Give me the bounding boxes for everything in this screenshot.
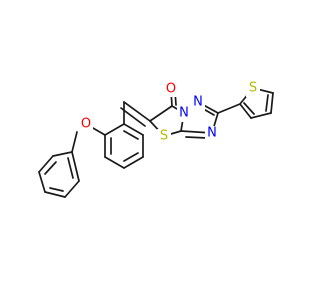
bond-ring2-d [123, 156, 144, 169]
bond-ring1-a [52, 151, 73, 157]
bond-ring1-b-double [44, 161, 57, 175]
bond-thio-c5-c4 [270, 92, 274, 114]
bond-nlower-cfused-double [185, 136, 208, 139]
bond-cexo-carbonyl [149, 105, 173, 122]
atom-labels: O N N N S S O [79, 81, 260, 145]
oxygen-carbonyl-label: O [166, 82, 176, 97]
bond-ring1-d-double [49, 187, 64, 192]
sulfur-thiazole-label: S [160, 129, 168, 144]
bond-ring2-c [104, 156, 125, 169]
bonds [38, 87, 274, 198]
bond-ring1-c [38, 171, 46, 193]
bond-exo-cc-double [120, 107, 146, 127]
bond-triazole-thiophene [217, 103, 241, 114]
bond-ring1-f-double [67, 157, 74, 179]
bond-o-phenyl [71, 131, 78, 153]
bond-thio-c5-c4-double [265, 94, 269, 112]
bond-ring2-d-double [123, 152, 139, 162]
bond-ring1-b [38, 155, 54, 173]
bond-ring1-d [44, 191, 66, 198]
bond-thio-c3-c2-double [243, 102, 255, 115]
bond-thio-c4-c3 [250, 112, 272, 119]
bond-ring2-f [123, 123, 144, 136]
oxygen-ether-label: O [81, 117, 91, 132]
bond-ring1-e [64, 180, 80, 198]
nitrogen-bridge-label: N [179, 106, 189, 121]
bond-ring1-f [71, 151, 80, 182]
sulfur-thiophene-label: S [249, 81, 257, 96]
bond-ring2-a [104, 123, 125, 136]
bond-exo-cc [123, 101, 151, 122]
nitrogen-lower-label: N [207, 126, 217, 141]
bond-thio-c3-c2 [239, 103, 252, 119]
bond-ring2-f-double [123, 130, 139, 140]
nitrogen-triazole-label: N [193, 95, 203, 110]
molecule-structure-diagram: O N N N S S O [38, 81, 274, 198]
